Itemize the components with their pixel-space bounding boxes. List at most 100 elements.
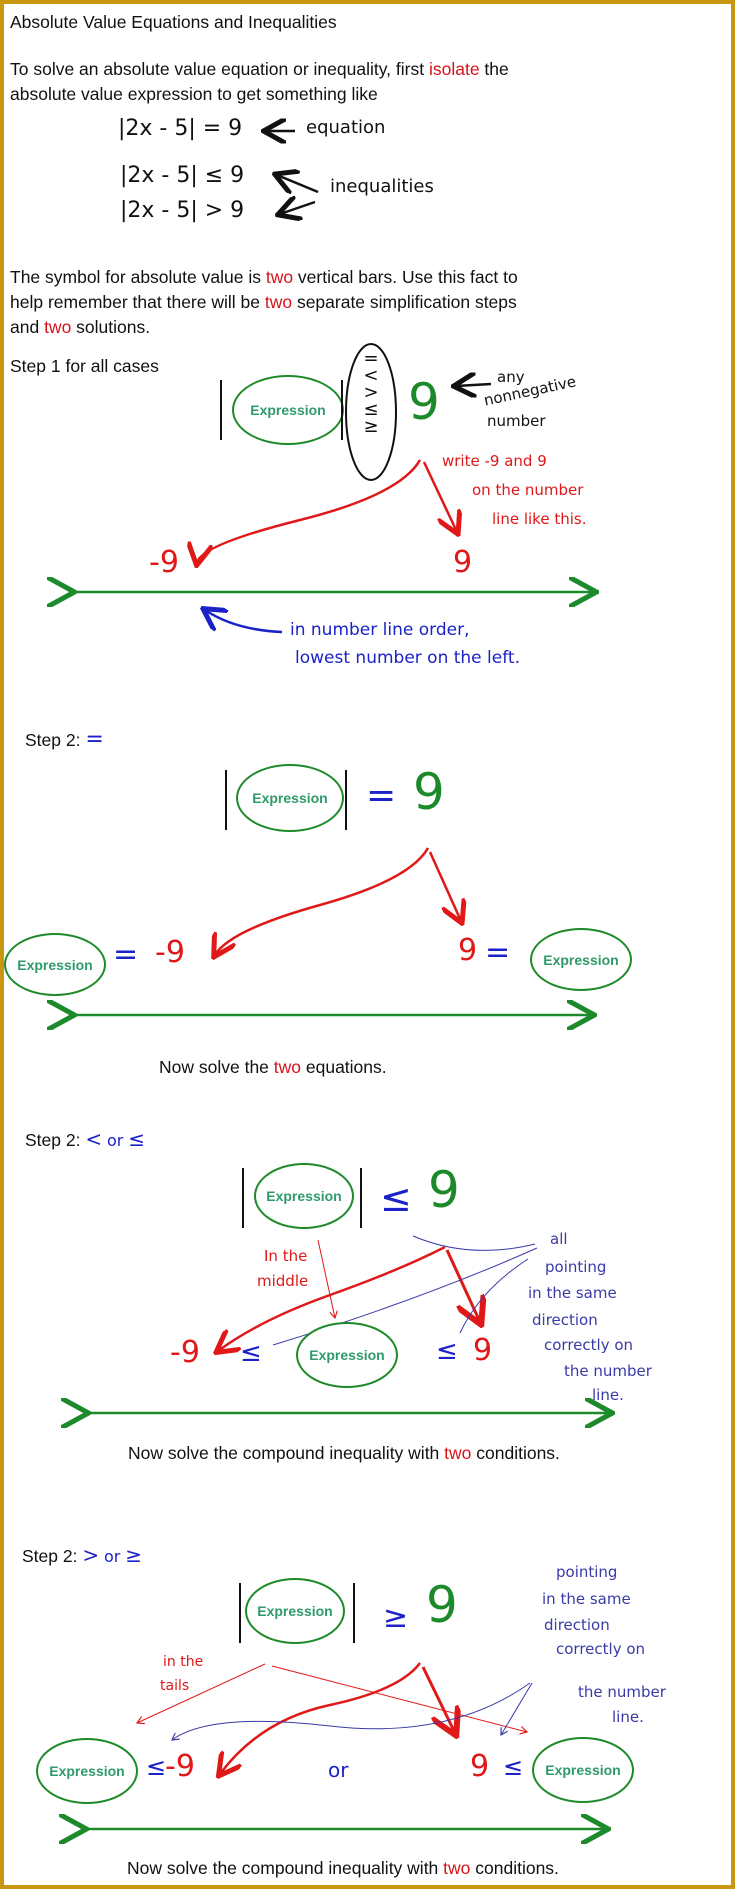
expression-ellipse-middle: Expression <box>296 1322 398 1388</box>
blue-note-correctly: correctly on <box>544 1336 634 1354</box>
red-note-1: write -9 and 9 <box>442 452 547 470</box>
blue-note-all: all <box>550 1230 568 1248</box>
highlight-two: two <box>44 317 72 337</box>
blue-note-pointing: pointing <box>545 1258 607 1276</box>
step2-lt-label: Step 2: < or ≤ <box>25 1127 145 1153</box>
blue-note-2: lowest number on the left. <box>295 648 520 668</box>
red-note-3: line like this. <box>492 510 587 528</box>
right-value: 9 <box>470 1749 490 1784</box>
equation-label: equation <box>306 117 386 138</box>
page-title: Absolute Value Equations and Inequalitie… <box>10 12 337 32</box>
step2-eq-value: 9 <box>413 763 445 821</box>
note-text: solutions. <box>71 317 151 337</box>
step-label: Step 2: <box>25 1130 81 1150</box>
inequalities-label: inequalities <box>330 176 434 197</box>
step2-eq-label: Step 2: = <box>25 727 104 753</box>
step1-pos-value: 9 <box>453 545 473 580</box>
conclusion-text: conditions. <box>470 1858 559 1878</box>
blue-note-correctly: correctly on <box>556 1640 646 1658</box>
left-value: -9 <box>165 1749 195 1784</box>
step-symbol: = <box>85 727 104 752</box>
note-text: and <box>10 317 45 337</box>
step-symbol: > <box>82 1543 100 1567</box>
blue-note-direction: direction <box>532 1311 598 1329</box>
expression-ellipse-right: Expression <box>532 1737 634 1803</box>
step2-gt-label: Step 2: > or ≥ <box>22 1543 142 1569</box>
blue-note-number: the number <box>564 1362 652 1380</box>
intro-line-2: absolute value expression to get somethi… <box>10 84 378 104</box>
blue-note-number: the number <box>578 1683 666 1701</box>
neg-value: -9 <box>170 1335 200 1370</box>
relation-lt: < <box>363 365 379 386</box>
relation-list: = < > ≤ ≥ <box>361 348 381 437</box>
expression-ellipse: Expression <box>254 1163 354 1229</box>
conclusion-text: Now solve the compound inequality with <box>127 1858 444 1878</box>
relation-ge: ≥ <box>383 1600 409 1635</box>
example-inequality-gt: |2x - 5| > 9 <box>120 198 245 223</box>
highlight-two: two <box>273 1057 302 1077</box>
relation-le-right: ≤ <box>436 1336 458 1366</box>
intro-text: To solve an absolute value equation or i… <box>10 59 429 79</box>
highlight-two: two <box>444 1443 472 1463</box>
symbol-note-line-1: The symbol for absolute value is two ver… <box>10 265 518 290</box>
abs-bar-left <box>220 380 222 440</box>
step-label: Step 2: <box>25 730 81 750</box>
example-inequality-le: |2x - 5| ≤ 9 <box>120 163 245 188</box>
conclusion-text: Now solve the compound inequality with <box>128 1443 445 1463</box>
note-text: help remember that there will be <box>10 292 265 312</box>
tails-note-1: in the <box>163 1654 204 1670</box>
expression-ellipse: Expression <box>245 1578 345 1644</box>
step-symbol: < <box>85 1127 103 1151</box>
symbol-note-line-2: help remember that there will be two sep… <box>10 290 517 315</box>
expression-ellipse-right: Expression <box>530 928 632 991</box>
relation-gt: > <box>363 382 379 403</box>
note-text: separate simplification steps <box>292 292 517 312</box>
blue-note-line: line. <box>612 1708 644 1726</box>
note-text: The symbol for absolute value is <box>10 267 266 287</box>
pos-value: 9 <box>473 1333 493 1368</box>
step-label: Step 2: <box>22 1546 78 1566</box>
abs-bar-right <box>345 770 347 830</box>
or-text: or <box>103 1547 121 1566</box>
conclusion-text: equations. <box>301 1057 387 1077</box>
relation-le-left: ≤ <box>240 1338 262 1368</box>
relation-le: ≤ <box>380 1176 412 1220</box>
note-any: any <box>497 368 525 386</box>
relation-ge: ≥ <box>363 416 379 437</box>
note-text: vertical bars. Use this fact to <box>293 267 518 287</box>
relation-le-left: ≤ <box>146 1753 167 1781</box>
step2-eq-conclusion: Now solve the two equations. <box>159 1055 387 1080</box>
abs-bar-left <box>225 770 227 830</box>
relation-eq: = <box>363 348 379 369</box>
blue-note-same: in the same <box>528 1284 617 1302</box>
highlight-two: two <box>265 267 294 287</box>
abs-bar-right <box>341 380 343 440</box>
note-number: number <box>487 412 546 430</box>
symbol-note-line-3: and two solutions. <box>10 315 150 340</box>
blue-note-pointing: pointing <box>556 1563 618 1581</box>
middle-note-2: middle <box>257 1272 309 1290</box>
conclusion-text: conditions. <box>471 1443 560 1463</box>
intro-line-1: To solve an absolute value equation or i… <box>10 57 509 82</box>
blue-note-same: in the same <box>542 1590 631 1608</box>
abs-bar-left <box>242 1168 244 1228</box>
or-connector: or <box>328 1758 349 1782</box>
blue-note-direction: direction <box>544 1616 610 1634</box>
abs-bar-right <box>360 1168 362 1228</box>
step-symbol: ≥ <box>125 1543 142 1567</box>
step-symbol: ≤ <box>128 1127 145 1151</box>
red-note-2: on the number <box>472 481 584 499</box>
expression-ellipse-left: Expression <box>36 1738 138 1804</box>
step2-gt-conclusion: Now solve the compound inequality with t… <box>127 1856 559 1881</box>
relation-eq-left: = <box>113 937 139 972</box>
relation-eq-right: = <box>485 935 511 970</box>
intro-text: the <box>479 59 509 79</box>
relation-le: ≤ <box>363 399 379 420</box>
expression-ellipse-left: Expression <box>4 933 106 996</box>
step2-lt-conclusion: Now solve the compound inequality with t… <box>128 1441 560 1466</box>
step1-neg-value: -9 <box>149 545 179 580</box>
conclusion-text: Now solve the <box>159 1057 274 1077</box>
relation-eq: = <box>366 775 397 816</box>
left-value: -9 <box>155 935 185 970</box>
expression-ellipse: Expression <box>236 764 344 832</box>
